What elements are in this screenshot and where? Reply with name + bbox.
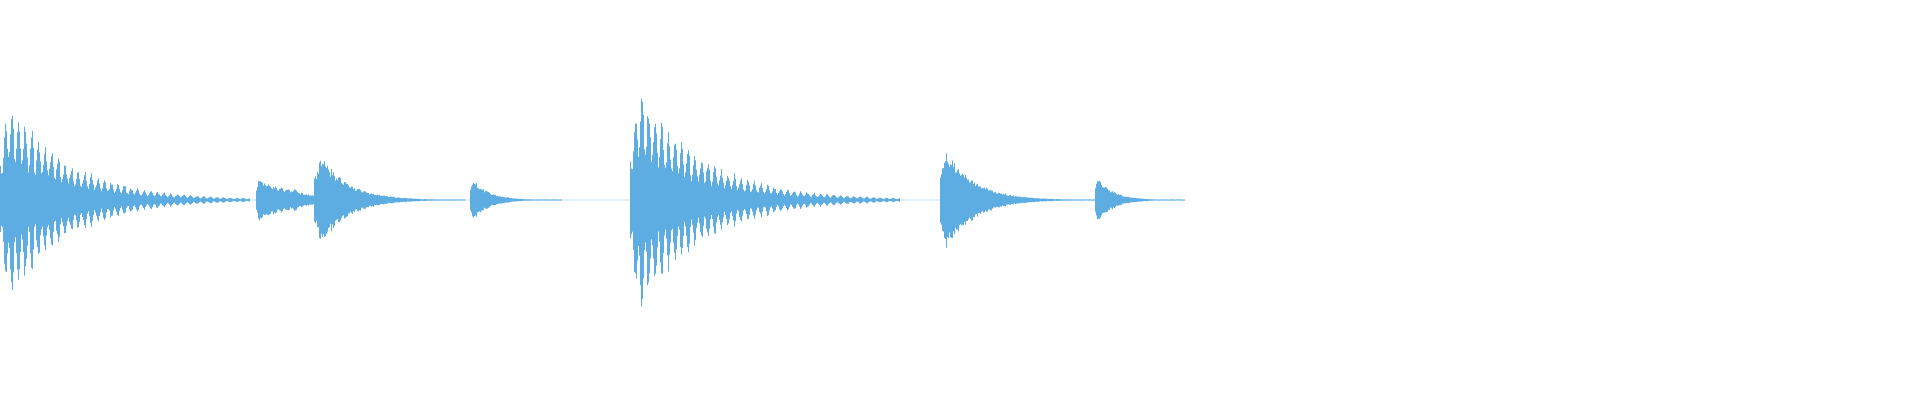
waveform-bars bbox=[0, 98, 1185, 307]
waveform-hit-6 bbox=[940, 153, 1095, 248]
waveform-hit-4 bbox=[470, 182, 562, 218]
waveform-hit-5 bbox=[630, 98, 900, 307]
waveform-hit-7 bbox=[1095, 180, 1185, 220]
waveform-hit-3 bbox=[314, 160, 465, 239]
waveform-hit-1 bbox=[0, 115, 250, 290]
